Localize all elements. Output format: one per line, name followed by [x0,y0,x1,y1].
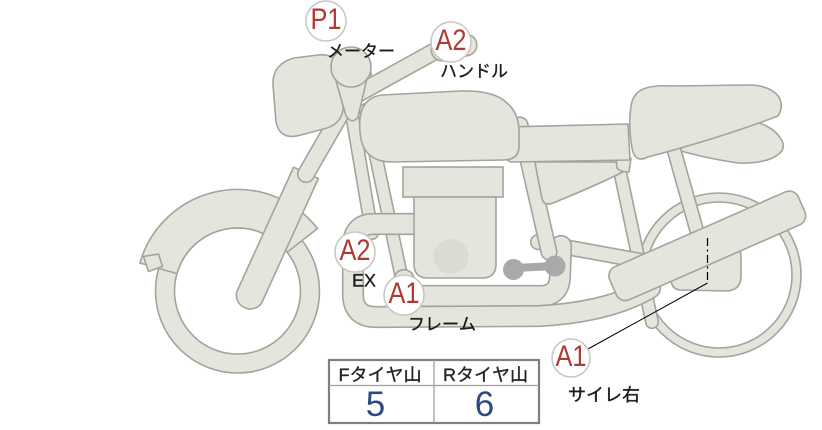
svg-text:5: 5 [366,385,385,424]
svg-text:P1: P1 [311,3,342,36]
svg-text:A2: A2 [436,24,467,57]
svg-text:6: 6 [475,385,494,424]
svg-text:A1: A1 [556,340,587,373]
svg-text:A2: A2 [340,234,371,267]
svg-text:A1: A1 [389,277,420,310]
